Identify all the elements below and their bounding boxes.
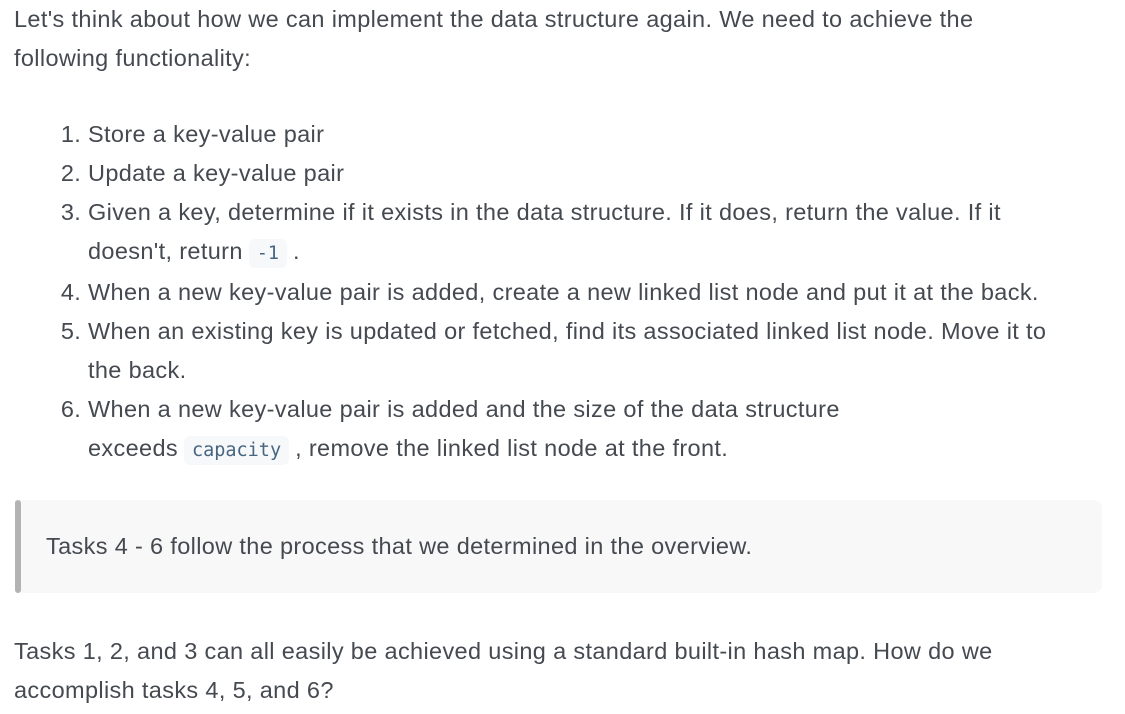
requirements-list: Store a key-value pairUpdate a key-value…: [14, 115, 1047, 470]
blockquote: Tasks 4 - 6 follow the process that we d…: [15, 500, 1102, 593]
list-item: Given a key, determine if it exists in t…: [88, 193, 1047, 273]
inline-code: -1: [248, 239, 288, 268]
list-item: Update a key-value pair: [88, 154, 1047, 193]
blockquote-border-bar: [15, 500, 21, 593]
inline-code: capacity: [183, 436, 290, 465]
list-item: When an existing key is updated or fetch…: [88, 312, 1047, 390]
list-item: When a new key-value pair is added, crea…: [88, 273, 1047, 312]
list-item: Store a key-value pair: [88, 115, 1047, 154]
intro-paragraph: Let's think about how we can implement t…: [14, 6, 974, 71]
list-item: When a new key-value pair is added and t…: [88, 390, 1047, 470]
blockquote-text: Tasks 4 - 6 follow the process that we d…: [46, 533, 753, 559]
closing-paragraph: Tasks 1, 2, and 3 can all easily be achi…: [14, 638, 993, 703]
